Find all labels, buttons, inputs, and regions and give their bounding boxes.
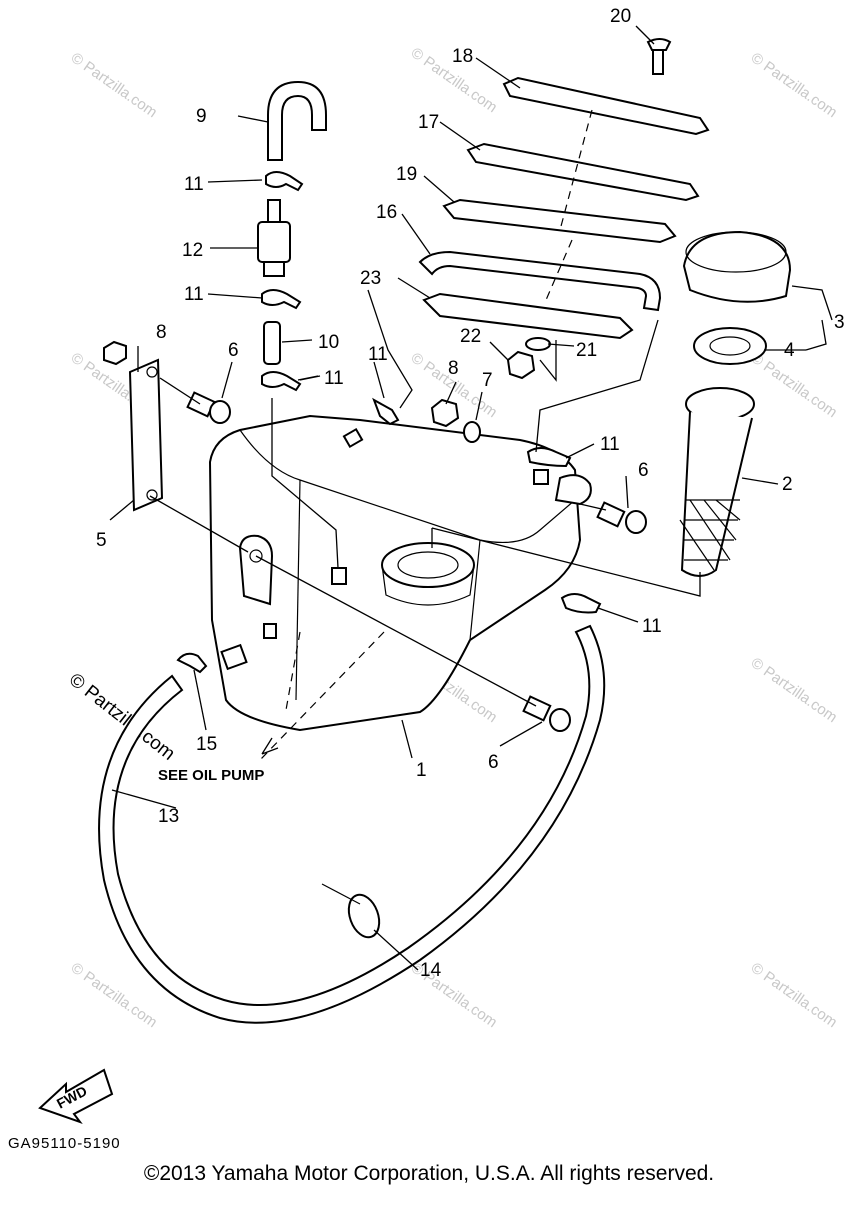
callout-19: 19	[396, 164, 417, 185]
clip-15	[176, 652, 208, 674]
leader-lines	[109, 25, 833, 971]
screw-20	[646, 38, 672, 75]
see-oil-pump-label: SEE OIL PUMP	[158, 767, 264, 784]
callout-11-c: 11	[324, 368, 344, 389]
callout-1: 1	[416, 760, 427, 781]
callout-labels: 1 2 3 4 5 6 6 6 7 8 8 9 10 11 11 11 11 1…	[96, 6, 845, 981]
clip-11-tank-right	[526, 447, 572, 468]
nut-22	[506, 350, 536, 380]
diagram-code: GA95110-5190	[8, 1135, 121, 1152]
watermark: © Partzilla.com	[68, 49, 161, 121]
bolt-6-bottom	[522, 695, 571, 732]
clip-11-tank-left	[372, 397, 400, 426]
callout-21: 21	[576, 340, 597, 361]
watermark: © Partzilla.com	[748, 49, 841, 121]
watermark: © Partzilla.com	[748, 959, 841, 1031]
callout-12: 12	[182, 240, 203, 261]
callout-18: 18	[452, 46, 473, 67]
strainer-2	[679, 387, 755, 577]
fwd-arrow: FWD	[38, 1068, 114, 1125]
nut-8-right	[430, 398, 460, 428]
oil-tank-1	[208, 414, 592, 732]
callout-20: 20	[610, 6, 631, 27]
vent-hose-16	[418, 250, 662, 312]
hose-13	[98, 624, 606, 1024]
clip-11-top	[265, 171, 304, 192]
callout-16: 16	[376, 202, 397, 223]
callout-13: 13	[158, 806, 179, 827]
callout-9: 9	[196, 106, 207, 127]
watermark: © Partzilla.com	[748, 654, 841, 726]
callout-2: 2	[782, 474, 793, 495]
callout-10: 10	[318, 332, 339, 353]
callout-23: 23	[360, 268, 381, 289]
callout-6-bottom: 6	[488, 752, 499, 773]
callout-3: 3	[834, 312, 845, 333]
callout-6-left: 6	[228, 340, 239, 361]
plate-17	[466, 142, 700, 202]
callout-14: 14	[420, 960, 442, 981]
callout-17: 17	[418, 112, 439, 133]
callout-4: 4	[784, 340, 795, 361]
callout-11-a: 11	[184, 174, 204, 195]
clip-11-front	[560, 593, 602, 614]
plate-18	[502, 76, 710, 136]
washer-21	[525, 337, 551, 351]
clip-11-second	[261, 289, 302, 310]
bolt-6-left	[186, 391, 231, 424]
damper-19	[442, 198, 677, 244]
callout-8-left: 8	[156, 322, 167, 343]
plate-23	[422, 292, 634, 340]
bracket-5	[128, 358, 164, 512]
hose-9	[267, 80, 327, 161]
band-14	[321, 883, 381, 939]
callout-8-right: 8	[448, 358, 459, 379]
copyright: ©2013 Yamaha Motor Corporation, U.S.A. A…	[143, 1162, 715, 1185]
callout-11-b: 11	[184, 284, 204, 305]
bolt-6-right	[596, 501, 647, 534]
nut-8-left	[103, 340, 127, 366]
callout-22: 22	[460, 326, 481, 347]
hose-10	[263, 321, 281, 365]
callout-11-d: 11	[368, 344, 388, 365]
clip-11-third	[261, 371, 302, 392]
washer-7	[463, 421, 481, 443]
filler-cap-3	[682, 230, 792, 303]
callout-6-right: 6	[638, 460, 649, 481]
callout-11-e: 11	[600, 434, 620, 455]
fuel-filter-12	[257, 199, 291, 277]
callout-5: 5	[96, 530, 107, 551]
gasket-4	[693, 327, 767, 365]
callout-15: 15	[196, 734, 217, 755]
callout-7: 7	[482, 370, 493, 391]
see-oil-pump-note: SEE OIL PUMP	[158, 737, 279, 784]
callout-11-f: 11	[642, 616, 662, 637]
